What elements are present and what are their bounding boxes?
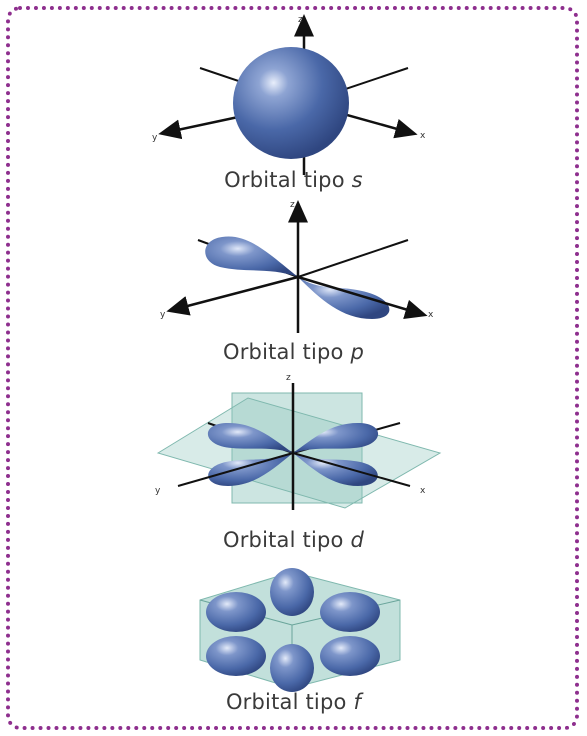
caption-text: Orbital tipo — [224, 168, 345, 192]
orbital-symbol: f — [353, 690, 361, 714]
orbital-f-panel: Orbital tipo f — [0, 560, 587, 730]
orbital-f-caption: Orbital tipo f — [0, 690, 587, 714]
caption-text: Orbital tipo — [226, 690, 347, 714]
orbital-symbol: d — [350, 528, 364, 552]
orbital-p-caption: Orbital tipo p — [0, 340, 587, 364]
z-axis-label: z — [290, 200, 295, 210]
p-orbital-lobe-lower — [298, 277, 389, 319]
orbital-symbol: p — [350, 340, 364, 364]
f-lobe-top — [270, 568, 314, 616]
x-axis-label: x — [420, 131, 426, 141]
z-axis-label: z — [298, 15, 303, 25]
f-lobe-lower-left — [206, 636, 266, 676]
back-axis-right — [298, 240, 408, 277]
x-axis-label: x — [428, 310, 434, 320]
orbital-d-caption: Orbital tipo d — [0, 528, 587, 552]
orbital-s-panel: z y x Orbital tipo s — [0, 0, 587, 200]
f-lobe-upper-right — [320, 592, 380, 632]
y-axis-label: y — [152, 133, 158, 143]
y-axis — [176, 277, 298, 309]
p-orbital-lobe-upper — [205, 236, 298, 277]
s-orbital-sphere — [233, 47, 349, 159]
y-axis-label: y — [155, 486, 161, 496]
orbital-d-panel: z y x Orbital tipo d — [0, 368, 587, 558]
f-lobe-lower-right — [320, 636, 380, 676]
z-axis-label: z — [286, 373, 291, 383]
nodal-plane-2 — [158, 398, 440, 508]
orbital-symbol: s — [352, 168, 363, 192]
x-axis-label: x — [420, 486, 426, 496]
f-lobe-bottom — [270, 644, 314, 692]
caption-text: Orbital tipo — [223, 528, 344, 552]
y-axis-label: y — [160, 310, 166, 320]
f-lobe-upper-left — [206, 592, 266, 632]
orbital-p-panel: z y x Orbital tipo p — [0, 195, 587, 370]
orbital-s-caption: Orbital tipo s — [0, 168, 587, 192]
caption-text: Orbital tipo — [223, 340, 344, 364]
